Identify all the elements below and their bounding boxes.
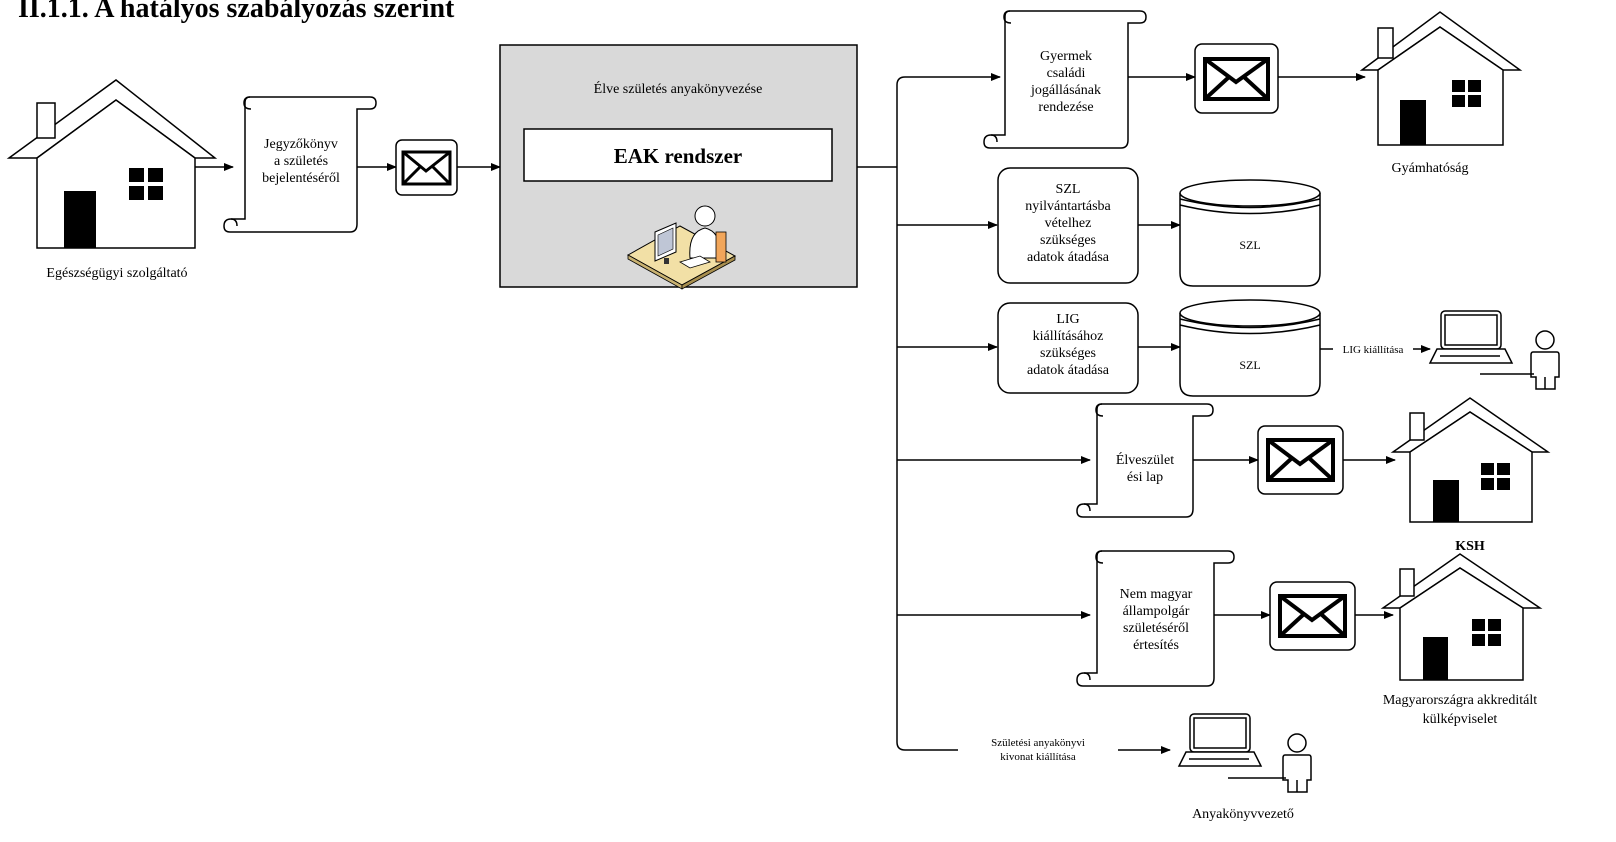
computer-icon [1428, 310, 1514, 364]
doc-lig-issue-line1: LIG [1056, 312, 1079, 327]
db-szl-1-label: SZL [1239, 238, 1260, 252]
envelope-icon [395, 139, 458, 196]
doc-birth-report-line1: Jegyzőkönyv [264, 137, 338, 152]
edge-label-birth-certificate-1: Születési anyakönyvi [991, 737, 1085, 749]
envelope-icon [1194, 43, 1279, 114]
doc-lig-issue-box [997, 302, 1139, 394]
house-icon [1390, 397, 1551, 523]
doc-lig-issue-line4: adatok átadása [1027, 363, 1110, 378]
doc-family-status-line4: rendezése [1038, 100, 1093, 115]
scroll-icon [983, 10, 1147, 149]
connectors [195, 73, 1431, 754]
person-icon [1228, 733, 1312, 793]
doc-birth-report-line2: a születés [274, 154, 328, 169]
section-heading: II.1.1. A hatályos szabályozás szerint [18, 0, 455, 24]
eak-system-label: EAK rendszer [614, 144, 743, 168]
scroll-icon [223, 96, 377, 233]
doc-szl-registration-line1: SZL [1056, 182, 1081, 197]
actor-label-guardianship: Gyámhatóság [1392, 161, 1469, 176]
doc-lig-issue-line3: szükséges [1040, 346, 1096, 361]
doc-live-birth-sheet-line1: Élveszület [1116, 451, 1174, 468]
computer-icon [1177, 713, 1263, 767]
doc-family-status-line1: Gyermek [1040, 49, 1092, 64]
doc-family-status-line2: családi [1047, 66, 1086, 81]
actor-label-healthcare-provider: Egészségügyi szolgáltató [46, 266, 187, 281]
process-title: Élve születés anyakönyvezése [594, 80, 763, 97]
scroll-icon [1076, 550, 1235, 687]
doc-szl-registration-box [997, 167, 1139, 284]
edge-label-lig-issue: LIG kiállítása [1343, 344, 1404, 356]
actor-label-embassy-1: Magyarországra akkreditált [1383, 693, 1537, 708]
doc-szl-registration-line5: adatok átadása [1027, 250, 1110, 265]
actor-label-registrar: Anyakönyvvezető [1192, 807, 1294, 822]
doc-szl-registration-line3: vételhez [1045, 216, 1092, 231]
doc-szl-registration-line2: nyilvántartásba [1025, 199, 1111, 214]
doc-szl-registration-line4: szükséges [1040, 233, 1096, 248]
doc-foreign-citizen-line3: születéséről [1123, 621, 1189, 636]
doc-foreign-citizen-line1: Nem magyar [1120, 587, 1193, 602]
actor-label-ksh: KSH [1455, 539, 1485, 554]
clerk-desk-icon [626, 205, 737, 290]
edge-label-birth-certificate-2: kivonat kiállítása [1000, 751, 1076, 763]
database-icon [1179, 179, 1321, 287]
doc-birth-report-line3: bejelentéséről [262, 171, 340, 186]
house-icon [6, 79, 218, 249]
doc-live-birth-sheet-line2: ési lap [1127, 470, 1163, 485]
doc-foreign-citizen-line4: értesítés [1133, 638, 1179, 653]
envelope-icon [1257, 425, 1344, 495]
doc-foreign-citizen-line2: állampolgár [1123, 604, 1190, 619]
house-icon [1380, 553, 1543, 681]
envelope-icon [1269, 581, 1356, 651]
doc-lig-issue-line2: kiállításához [1033, 329, 1104, 344]
person-icon [1480, 330, 1560, 390]
house-icon [1359, 11, 1523, 146]
doc-family-status-line3: jogállásának [1030, 83, 1101, 98]
eak-system-box [523, 128, 833, 182]
db-szl-2-label: SZL [1239, 358, 1260, 372]
actor-label-embassy-2: külképviselet [1423, 712, 1498, 727]
scroll-icon [1076, 403, 1214, 518]
database-icon [1179, 299, 1321, 397]
